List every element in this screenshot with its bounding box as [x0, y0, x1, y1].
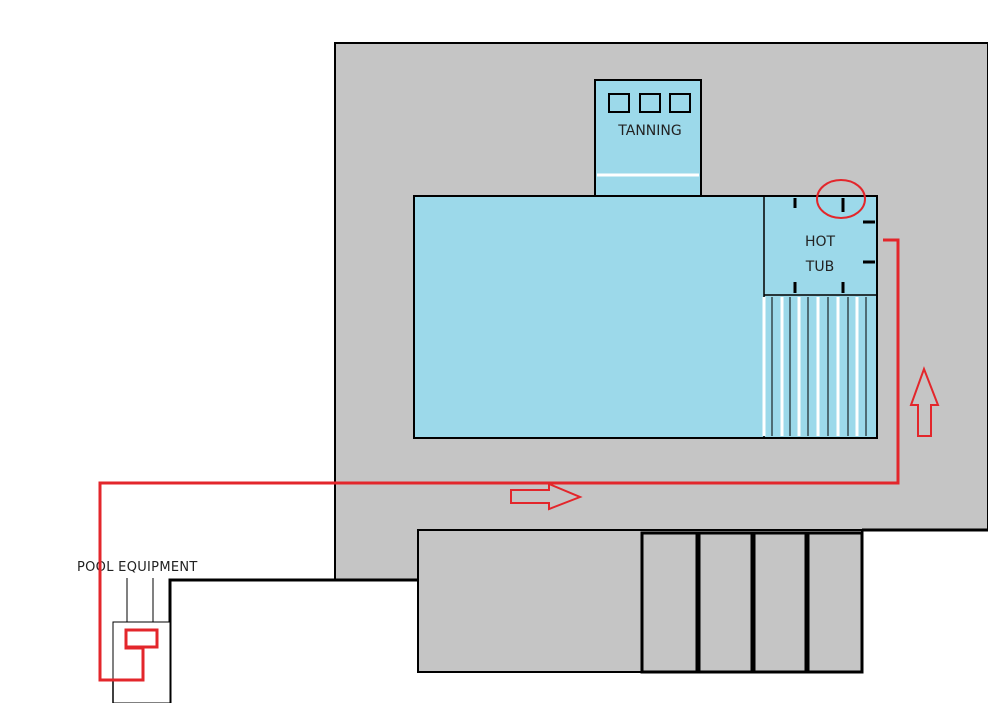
tanning-seat	[669, 93, 691, 113]
building-wall	[168, 578, 418, 703]
cabana-room	[697, 531, 754, 674]
pump-marker	[124, 628, 159, 649]
pipe-route	[98, 238, 900, 682]
hot-tub-label: HOT	[805, 234, 836, 250]
arrow-up-icon	[909, 366, 940, 437]
cabana-room	[806, 531, 864, 674]
tanning-seat	[639, 93, 661, 113]
cabana-room	[752, 531, 808, 674]
hot-tub-jets	[793, 198, 875, 293]
circle-highlight-icon	[816, 179, 866, 219]
pool-equipment-label: POOL EQUIPMENT	[77, 560, 198, 575]
pool-steps	[762, 297, 867, 436]
tanning-seat	[608, 93, 630, 113]
cabana-room	[640, 531, 699, 674]
tanning-label: TANNING	[617, 123, 681, 139]
tanning-ledge: TANNING	[594, 79, 702, 197]
hot-tub-label: TUB	[805, 259, 834, 275]
cabana-rooms	[640, 531, 864, 674]
arrow-right-icon	[510, 482, 583, 511]
